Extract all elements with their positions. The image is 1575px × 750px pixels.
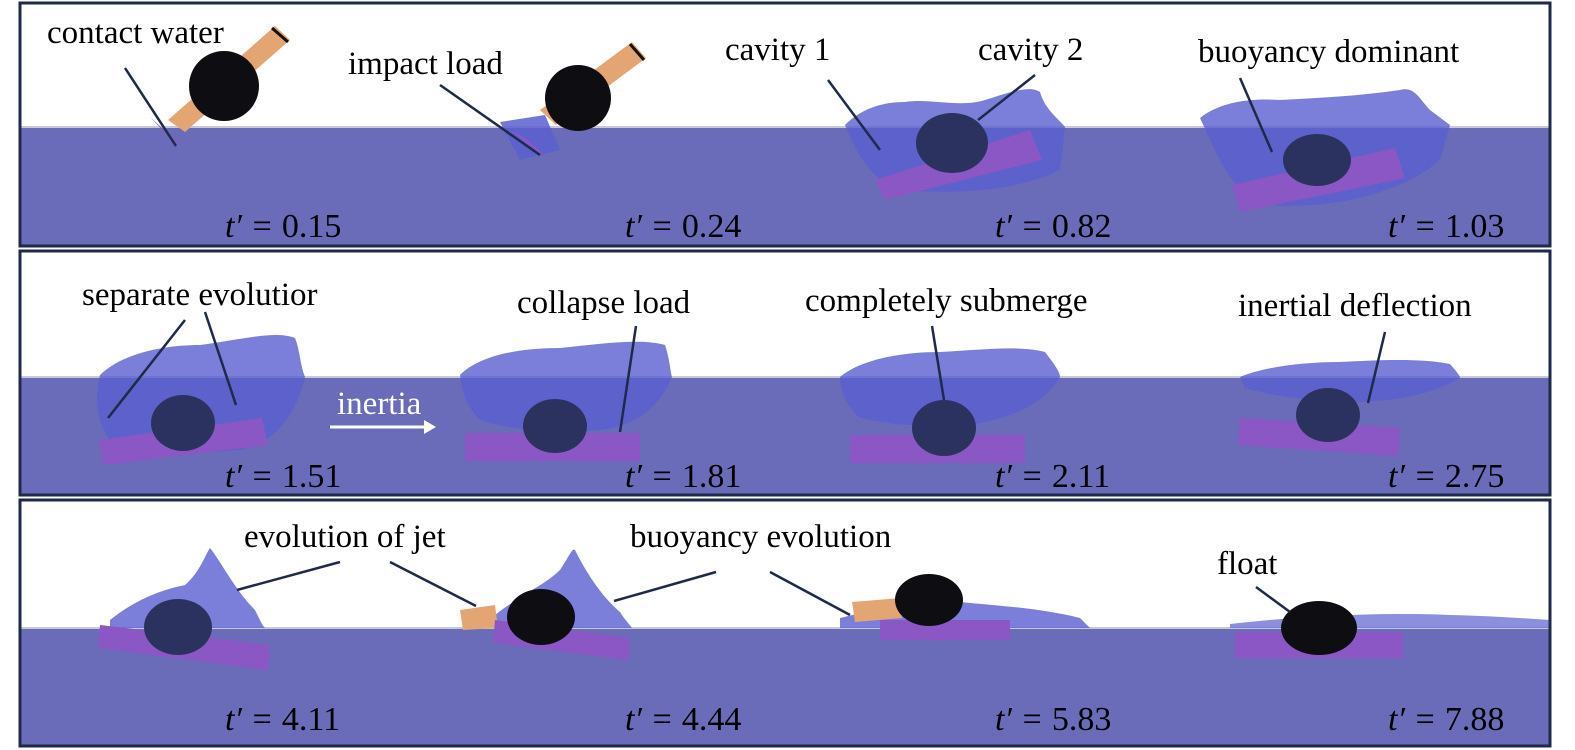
leader-cavity-1 bbox=[826, 79, 882, 151]
frame-1-body bbox=[150, 26, 290, 146]
leader-separate-evolution-a bbox=[107, 319, 186, 419]
frame-7-sphere bbox=[912, 400, 976, 456]
time-label: t′ = 7.88 bbox=[1388, 701, 1504, 738]
row-1-panel: contact water impact load cavity 1 cavit… bbox=[18, 1, 1552, 248]
frame-6-splash bbox=[460, 341, 672, 432]
frame-11-sphere bbox=[895, 574, 963, 626]
time-label: t′ = 0.82 bbox=[995, 208, 1111, 245]
leader-impact-load bbox=[439, 83, 541, 157]
leader-buoyancy-evolution-a bbox=[613, 570, 717, 603]
frame-2-splash bbox=[500, 115, 560, 160]
label-buoyancy-dominant: buoyancy dominant bbox=[1198, 34, 1459, 70]
frame-12-sphere bbox=[1281, 601, 1357, 655]
label-inertia: inertia bbox=[337, 386, 422, 422]
label-separate-evolution: separate evolutior bbox=[82, 277, 317, 313]
frame-11-cylinder bbox=[880, 620, 1010, 640]
frame-8-body bbox=[1238, 360, 1460, 456]
frame-11-rod bbox=[852, 598, 902, 622]
frame-8-splash bbox=[1240, 360, 1460, 402]
frame-11-body bbox=[840, 574, 1090, 640]
frame-6-sphere bbox=[523, 399, 587, 453]
row-2-panel: inertia separate evolutior collapse load… bbox=[18, 249, 1552, 497]
frame-2-body bbox=[500, 42, 646, 160]
leader-evolution-of-jet-a bbox=[236, 560, 341, 592]
row-1-frame bbox=[18, 1, 1552, 248]
time-label: t′ = 4.44 bbox=[625, 701, 741, 738]
time-label: t′ = 4.11 bbox=[225, 701, 340, 738]
leader-buoyancy-dominant bbox=[1238, 77, 1274, 153]
frame-3-body bbox=[845, 89, 1065, 200]
leader-contact-water bbox=[123, 67, 178, 147]
time-label: t′ = 2.11 bbox=[995, 458, 1110, 495]
leader-buoyancy-evolution-b bbox=[769, 570, 851, 617]
frame-10-body bbox=[460, 549, 632, 660]
frame-9-body bbox=[98, 548, 270, 670]
time-label: t′ = 1.03 bbox=[1388, 208, 1504, 245]
frame-8-sphere bbox=[1296, 388, 1360, 442]
frame-2-sphere bbox=[545, 65, 611, 131]
row-2-frame bbox=[18, 249, 1552, 497]
leader-inertial-deflection bbox=[1366, 331, 1387, 404]
frame-7-body bbox=[840, 348, 1060, 463]
row-3-frame bbox=[18, 498, 1552, 748]
frame-6-body bbox=[460, 341, 672, 461]
label-inertial-deflection: inertial deflection bbox=[1238, 288, 1472, 324]
label-buoyancy-evolution: buoyancy evolution bbox=[630, 519, 891, 555]
label-collapse-load: collapse load bbox=[517, 285, 691, 321]
frame-10-rod bbox=[460, 605, 498, 630]
frame-3-sphere bbox=[916, 113, 988, 173]
frame-7-splash bbox=[840, 348, 1060, 427]
frame-9-jet bbox=[110, 548, 265, 628]
time-label: t′ = 0.15 bbox=[225, 208, 341, 245]
frame-4-sphere bbox=[1283, 134, 1351, 186]
label-evolution-of-jet: evolution of jet bbox=[244, 519, 446, 555]
label-cavity-2: cavity 2 bbox=[978, 32, 1083, 68]
time-label: t′ = 1.81 bbox=[625, 458, 741, 495]
label-float: float bbox=[1217, 546, 1277, 582]
frame-9-sphere bbox=[144, 599, 212, 655]
label-cavity-1: cavity 1 bbox=[725, 32, 830, 68]
frame-10-sphere bbox=[507, 589, 575, 645]
time-label: t′ = 1.51 bbox=[225, 458, 341, 495]
leader-completely-submerge bbox=[930, 325, 946, 401]
leader-float bbox=[1255, 585, 1291, 614]
frame-2-cylinder bbox=[510, 130, 548, 158]
row-3-panel: evolution of jet buoyancy evolution floa… bbox=[18, 498, 1552, 748]
frame-5-sphere bbox=[151, 395, 215, 451]
frame-4-body bbox=[1200, 89, 1450, 212]
leader-separate-evolution-b bbox=[203, 311, 238, 406]
label-completely-submerge: completely submerge bbox=[805, 283, 1088, 319]
frame-12-body bbox=[1230, 601, 1550, 658]
frame-1-sphere bbox=[189, 51, 259, 121]
label-contact-water: contact water bbox=[47, 15, 224, 51]
leader-cavity-2 bbox=[977, 74, 1036, 121]
inertia-arrowhead bbox=[424, 420, 436, 434]
time-label: t′ = 2.75 bbox=[1388, 458, 1504, 495]
leader-collapse-load bbox=[618, 325, 638, 433]
label-impact-load: impact load bbox=[348, 46, 503, 82]
time-label: t′ = 0.24 bbox=[625, 208, 741, 245]
leader-evolution-of-jet-b bbox=[389, 560, 477, 608]
time-label: t′ = 5.83 bbox=[995, 701, 1111, 738]
